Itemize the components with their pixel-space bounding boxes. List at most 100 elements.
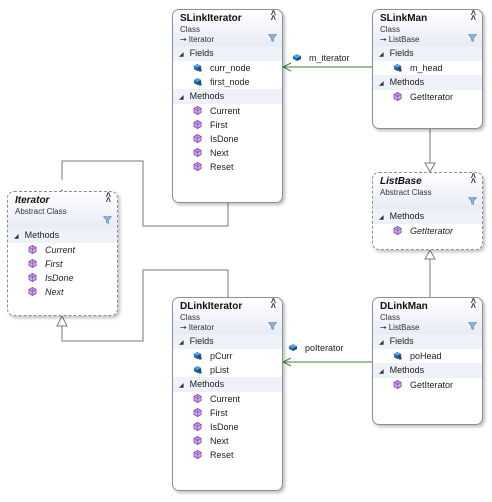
methods-section-header[interactable]: ◢Methods xyxy=(173,377,282,392)
expand-triangle-icon[interactable]: ◢ xyxy=(179,340,184,346)
class-kind: Abstract Class xyxy=(380,188,432,197)
field-item[interactable]: m_head xyxy=(373,61,482,75)
method-item[interactable]: Reset xyxy=(173,160,282,174)
field-icon xyxy=(193,365,202,374)
method-item[interactable]: First xyxy=(173,406,282,420)
member-name: GetIterator xyxy=(410,380,454,390)
methods-section-header[interactable]: ◢Methods xyxy=(373,75,482,90)
filter-icon[interactable] xyxy=(468,197,477,205)
expand-triangle-icon[interactable]: ◢ xyxy=(379,52,384,58)
base-class: ➞Iterator xyxy=(180,35,276,45)
expand-triangle-icon[interactable]: ◢ xyxy=(379,215,384,221)
method-item[interactable]: Next xyxy=(173,434,282,448)
inheritance-arrowhead xyxy=(56,314,68,327)
field-item[interactable]: pList xyxy=(173,363,282,377)
collapse-chevron-icon[interactable]: ˄˄ xyxy=(270,9,276,23)
collapse-chevron-icon[interactable]: ˄˄ xyxy=(470,297,476,311)
property-icon xyxy=(289,344,297,351)
field-item[interactable]: first_node xyxy=(173,75,282,89)
method-item[interactable]: Next xyxy=(173,146,282,160)
expand-triangle-icon[interactable]: ◢ xyxy=(179,95,184,101)
member-name: pList xyxy=(210,365,230,375)
method-item[interactable]: GetIterator xyxy=(373,224,482,238)
collapse-chevron-icon[interactable]: ˄˄ xyxy=(105,191,111,205)
fields-section-header[interactable]: ◢Fields xyxy=(373,46,482,61)
fields-section-header[interactable]: ◢Fields xyxy=(373,334,482,349)
methods-section-header[interactable]: ◢Methods xyxy=(373,209,482,224)
association-label-poiterator: poIterator xyxy=(288,343,344,353)
member-name: IsDone xyxy=(45,273,74,283)
method-icon xyxy=(393,380,402,389)
fields-section-header[interactable]: ◢Fields xyxy=(173,46,282,61)
class-name: ListBase xyxy=(380,176,422,187)
inheritance-slinkiterator-iterator xyxy=(61,160,229,227)
member-name: GetIterator xyxy=(410,92,454,102)
method-item[interactable]: GetIterator xyxy=(373,378,482,392)
expand-triangle-icon[interactable]: ◢ xyxy=(379,81,384,87)
collapse-chevron-icon[interactable]: ˄˄ xyxy=(270,297,276,311)
method-item[interactable]: Current xyxy=(8,243,117,257)
method-item[interactable]: IsDone xyxy=(173,132,282,146)
method-item[interactable]: IsDone xyxy=(173,420,282,434)
filter-icon[interactable] xyxy=(268,322,277,330)
section-label: Fields xyxy=(189,336,214,346)
fields-section-header[interactable]: ◢ Fields xyxy=(173,334,282,349)
method-item[interactable]: GetIterator xyxy=(373,90,482,104)
class-name: DLinkMan xyxy=(380,301,428,312)
class-name: SLinkIterator xyxy=(180,13,242,24)
filter-icon[interactable] xyxy=(468,34,477,42)
method-item[interactable]: First xyxy=(173,118,282,132)
field-item[interactable]: poHead xyxy=(373,349,482,363)
method-item[interactable]: Current xyxy=(173,392,282,406)
field-item[interactable]: curr_node xyxy=(173,61,282,75)
association-label-m-iterator: m_iterator xyxy=(292,53,350,63)
class-kind: Abstract Class xyxy=(15,207,67,216)
method-icon xyxy=(193,436,202,445)
expand-triangle-icon[interactable]: ◢ xyxy=(14,234,19,240)
filter-icon[interactable] xyxy=(468,322,477,330)
class-kind: Class xyxy=(180,25,201,34)
method-icon xyxy=(193,106,202,115)
method-icon xyxy=(193,134,202,143)
methods-section-header[interactable]: ◢Methods xyxy=(373,363,482,378)
method-item[interactable]: Reset xyxy=(173,448,282,462)
inheritance-arrowhead xyxy=(424,248,436,260)
method-item[interactable]: Next xyxy=(8,285,117,299)
field-icon xyxy=(193,351,202,360)
inherits-arrow-icon: ➞ xyxy=(180,35,187,44)
expand-triangle-icon[interactable]: ◢ xyxy=(379,369,384,375)
method-icon xyxy=(28,287,37,296)
filter-icon[interactable] xyxy=(103,216,112,224)
expand-triangle-icon[interactable]: ◢ xyxy=(179,52,184,58)
collapse-chevron-icon[interactable]: ˄˄ xyxy=(470,9,476,23)
member-name: Next xyxy=(45,287,64,297)
method-icon xyxy=(193,120,202,129)
method-item[interactable]: Current xyxy=(173,104,282,118)
expand-triangle-icon[interactable]: ◢ xyxy=(179,383,184,389)
member-name: IsDone xyxy=(210,422,239,432)
section-label: Methods xyxy=(24,230,60,240)
methods-section-header[interactable]: ◢ Methods xyxy=(8,228,117,243)
expand-triangle-icon[interactable]: ◢ xyxy=(379,340,384,346)
methods-section-header[interactable]: ◢Methods xyxy=(173,89,282,104)
collapse-chevron-icon[interactable]: ˄˄ xyxy=(470,172,476,186)
filter-icon[interactable] xyxy=(268,34,277,42)
class-kind: Class xyxy=(180,313,201,322)
field-item[interactable]: pCurr xyxy=(173,349,282,363)
method-item[interactable]: First xyxy=(8,257,117,271)
method-icon xyxy=(28,245,37,254)
member-name: Next xyxy=(210,148,229,158)
method-item[interactable]: IsDone xyxy=(8,271,117,285)
